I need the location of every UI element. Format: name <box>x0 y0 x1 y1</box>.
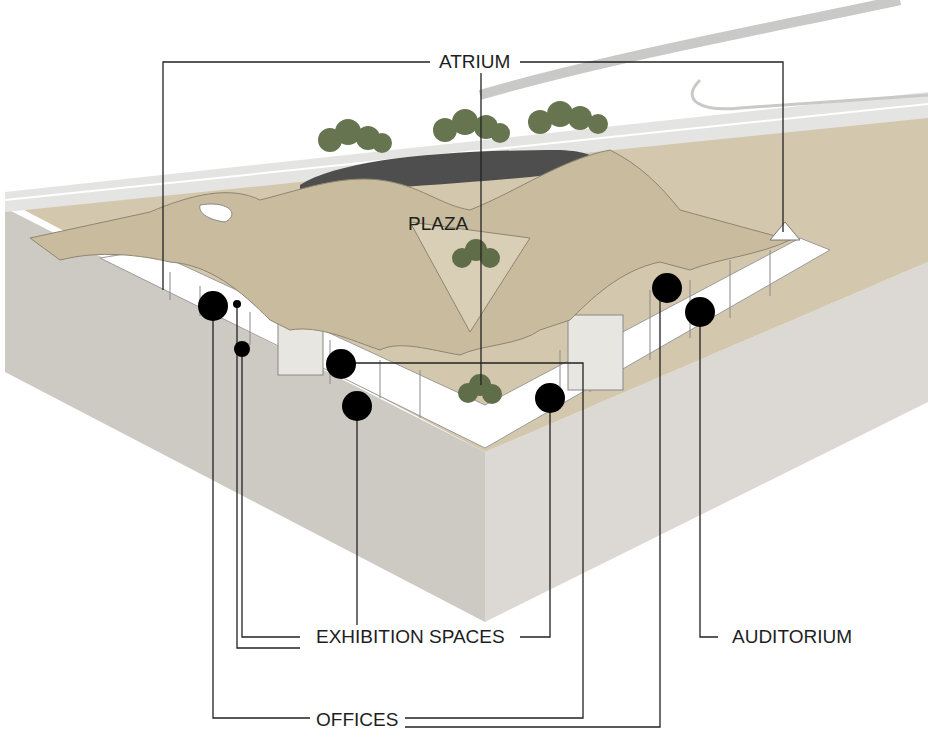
area-label: AUDITORIUM <box>727 626 857 648</box>
road-line <box>5 104 928 200</box>
stair-core <box>568 315 623 390</box>
area-label: PLAZA <box>403 213 473 235</box>
area-label: EXHIBITION SPACES <box>311 626 510 648</box>
ground-top <box>5 98 928 452</box>
road-curve <box>480 0 900 95</box>
road <box>5 92 928 212</box>
trees-plaza <box>452 239 502 404</box>
leader-lines <box>163 62 783 727</box>
road-loop <box>692 80 928 109</box>
area-label: OFFICES <box>311 709 403 731</box>
area-label: ATRIUM <box>434 51 515 73</box>
roof-opening <box>200 204 232 222</box>
roof <box>30 150 790 355</box>
plaza-opening <box>410 222 530 332</box>
callout-dots <box>198 273 715 421</box>
skylight <box>770 222 800 240</box>
trees-back <box>318 101 608 153</box>
